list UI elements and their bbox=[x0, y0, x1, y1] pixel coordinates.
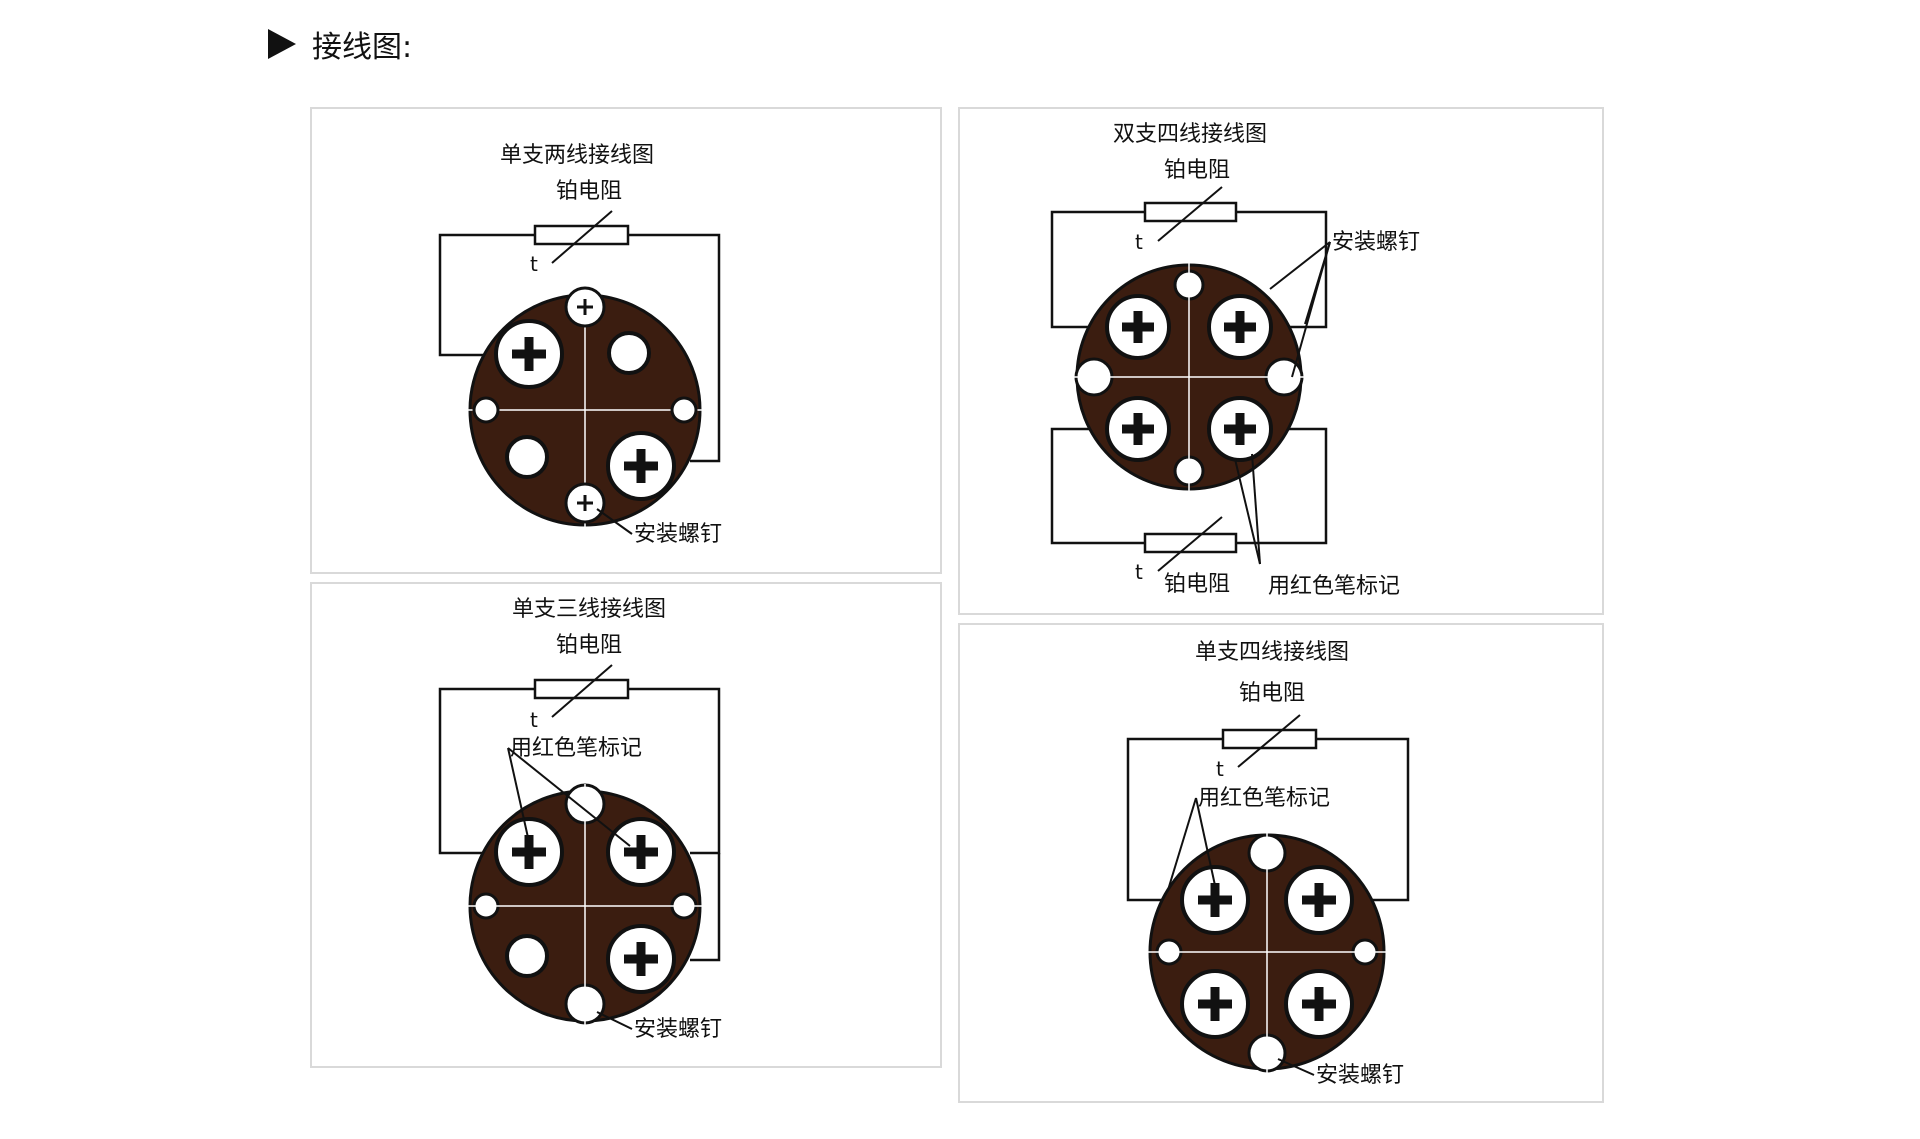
lower-wire-loop bbox=[1050, 427, 1328, 545]
resistor-symbol bbox=[1143, 201, 1238, 223]
panel-title: 单支两线接线图 bbox=[500, 143, 654, 168]
resistor-label-bottom: 铂电阻 bbox=[1164, 572, 1230, 597]
terminal-block bbox=[457, 286, 712, 534]
screw-label: 安装螺钉 bbox=[634, 1017, 722, 1042]
diagram-single-three-wire: 单支三线接线图 铂电阻 t 用红色笔标记 bbox=[438, 597, 722, 1042]
red-mark-label: 用红色笔标记 bbox=[510, 736, 642, 761]
section-heading: 接线图: bbox=[268, 24, 413, 65]
resistor-label: 铂电阻 bbox=[556, 633, 622, 658]
t-label: t bbox=[1216, 757, 1224, 781]
terminal-hole bbox=[505, 934, 549, 978]
callout-lines bbox=[1234, 241, 1331, 565]
red-mark-label: 用红色笔标记 bbox=[1268, 574, 1400, 599]
panel-title: 单支四线接线图 bbox=[1195, 640, 1349, 665]
panel-dual-four-wire: 双支四线接线图 铂电阻 t t bbox=[958, 107, 1604, 615]
screw-label: 安装螺钉 bbox=[634, 522, 722, 547]
t-label-bottom: t bbox=[1135, 560, 1143, 584]
callout-lines bbox=[1167, 797, 1315, 1076]
screw-label: 安装螺钉 bbox=[1332, 230, 1420, 255]
wire-loop bbox=[438, 687, 721, 962]
wire-loop bbox=[1126, 737, 1410, 902]
terminal-hole bbox=[607, 331, 651, 375]
panel-single-three-wire: 单支三线接线图 铂电阻 t 用红色笔标记 bbox=[310, 582, 942, 1068]
wire-loop bbox=[438, 233, 721, 463]
terminal-block bbox=[1135, 830, 1400, 1080]
resistor-label: 铂电阻 bbox=[1164, 158, 1230, 183]
panel-title: 双支四线接线图 bbox=[1113, 122, 1267, 147]
t-label: t bbox=[530, 252, 538, 276]
terminal-block bbox=[457, 783, 712, 1029]
diagram-single-two-wire: 单支两线接线图 铂电阻 t 安装螺钉 bbox=[438, 143, 722, 547]
resistor-symbol bbox=[1221, 728, 1318, 750]
resistor-symbol bbox=[533, 224, 630, 246]
triangle-bullet-icon bbox=[268, 29, 296, 59]
red-mark-label: 用红色笔标记 bbox=[1198, 786, 1330, 811]
diagram-dual-four-wire: 双支四线接线图 铂电阻 t t bbox=[1050, 122, 1420, 599]
resistor-label: 铂电阻 bbox=[556, 179, 622, 204]
screw-label: 安装螺钉 bbox=[1316, 1063, 1404, 1088]
callout-lines bbox=[507, 747, 633, 1030]
panel-title: 单支三线接线图 bbox=[512, 597, 666, 622]
panel-single-two-wire: 单支两线接线图 铂电阻 t 安装螺钉 bbox=[310, 107, 942, 574]
panel-single-four-wire: 单支四线接线图 铂电阻 t 用红色笔标记 bbox=[958, 623, 1604, 1103]
resistor-arrow bbox=[551, 210, 613, 264]
resistor-symbol bbox=[533, 678, 630, 700]
section-heading-text: 接线图: bbox=[312, 30, 413, 65]
resistor-label: 铂电阻 bbox=[1239, 681, 1305, 706]
terminal-block bbox=[1060, 249, 1318, 505]
callout-line bbox=[596, 508, 633, 535]
t-label: t bbox=[530, 708, 538, 732]
terminal-hole bbox=[505, 435, 549, 479]
t-label: t bbox=[1135, 230, 1143, 254]
diagram-single-four-wire: 单支四线接线图 铂电阻 t 用红色笔标记 bbox=[1126, 640, 1410, 1088]
